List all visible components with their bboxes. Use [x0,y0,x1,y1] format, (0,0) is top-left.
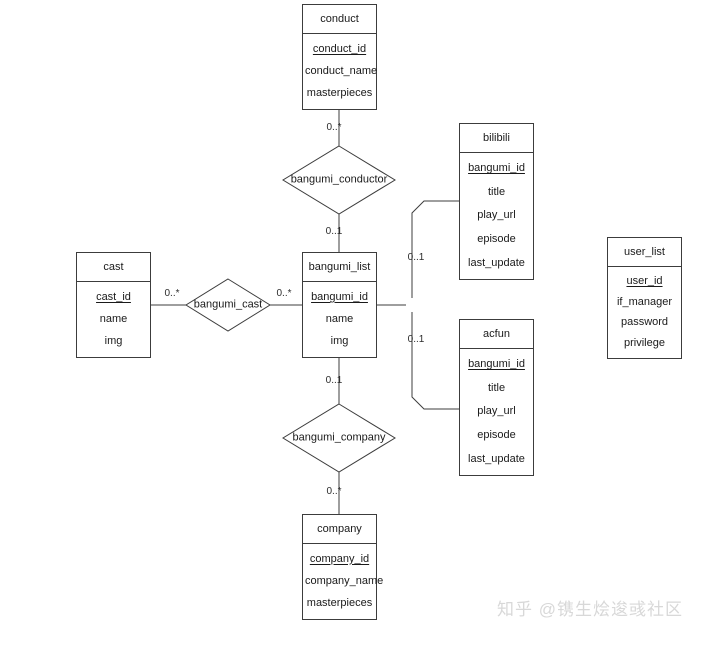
cardinality-bangumi_list-to-bangumi_company: 0..1 [325,375,343,386]
attribute-conduct-masterpieces: masterpieces [306,87,373,100]
primary-key-attribute-conduct-conduct_id: conduct_id [312,42,367,55]
relationship-label-bangumi_company: bangumi_company [292,431,386,444]
attribute-bilibili-episode: episode [477,233,516,246]
connector-bangumi_list-branch-bilibili [411,200,459,298]
entity-title-conduct: conduct [303,5,376,34]
entity-title-acfun: acfun [460,320,533,349]
cardinality-bangumi_list-to-bilibili: 0..1 [407,252,425,263]
entity-attribute-list-conduct: conduct_id conduct_name masterpieces [303,34,378,109]
relationship-diamond-bangumi_conductor [282,145,396,215]
attribute-bilibili-play_url: play_url [477,209,516,222]
connector-bangumi_list-branch-acfun [411,312,459,410]
primary-key-attribute-acfun-bangumi_id: bangumi_id [468,358,525,371]
entity-attribute-list-user_list: user_id if_manager password privilege [608,267,681,358]
attribute-bilibili-title: title [487,185,506,198]
attribute-bangumi_list-name: name [325,312,354,325]
attribute-acfun-title: title [487,381,506,394]
cardinality-cast-to-bangumi_cast: 0..* [164,288,180,299]
entity-title-user_list: user_list [608,238,681,267]
cardinality-bangumi_list-to-acfun: 0..1 [407,334,425,345]
attribute-cast-name: name [99,312,128,325]
attribute-acfun-episode: episode [477,429,516,442]
attribute-conduct-conduct_name: conduct_name [305,64,378,77]
cardinality-bangumi_company-to-company: 0..* [326,486,342,497]
cardinality-bangumi_cast-to-bangumi_list: 0..* [276,288,292,299]
attribute-user_list-privilege: privilege [624,337,665,350]
attribute-acfun-play_url: play_url [477,405,516,418]
attribute-cast-img: img [104,335,123,348]
entity-company: company company_id company_name masterpiece… [302,514,384,620]
primary-key-attribute-company-company_id: company_id [309,552,370,565]
attribute-acfun-last_update: last_update [468,452,525,465]
entity-attribute-list-company: company_id company_name masterpieces [303,544,384,619]
entity-user_list: user_list user_id if_manager password privil… [607,237,682,359]
attribute-user_list-if_manager: if_manager [616,295,673,308]
primary-key-attribute-bangumi_list-bangumi_id: bangumi_id [311,290,368,303]
entity-title-bilibili: bilibili [460,124,533,153]
cardinality-bangumi_conductor-to-bangumi_list: 0..1 [325,226,343,237]
entity-conduct: conduct conduct_id conduct_name masterpiece… [302,4,377,110]
primary-key-attribute-bilibili-bangumi_id: bangumi_id [468,162,525,175]
entity-title-cast: cast [77,253,150,282]
watermark: 知乎 @镌生烩逡彧社区 [497,600,683,619]
attribute-bilibili-last_update: last_update [468,256,525,269]
cardinality-conduct-to-bangumi_conductor: 0..* [326,122,342,133]
attribute-user_list-password: password [620,316,669,329]
primary-key-attribute-user_list-user_id: user_id [626,274,663,287]
relationship-diamond-bangumi_company [282,403,396,473]
primary-key-attribute-cast-cast_id: cast_id [96,290,131,303]
relationship-diamond-bangumi_cast [185,278,271,332]
relationship-label-bangumi_cast: bangumi_cast [193,298,263,311]
attribute-company-masterpieces: masterpieces [306,597,373,610]
attribute-company-company_name: company_name [305,574,384,587]
relationship-label-bangumi_conductor: bangumi_conductor [290,173,388,186]
attribute-bangumi_list-img: img [330,335,349,348]
entity-title-bangumi_list: bangumi_list [303,253,376,282]
entity-title-company: company [303,515,376,544]
